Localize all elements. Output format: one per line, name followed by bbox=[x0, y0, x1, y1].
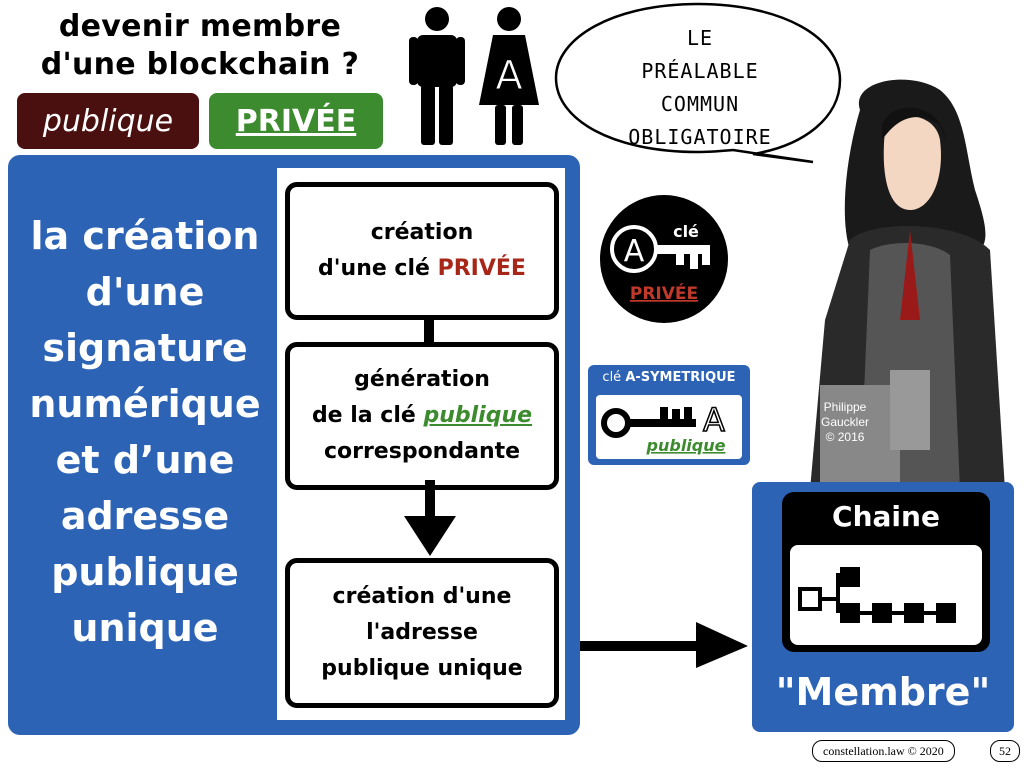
connector-line bbox=[424, 315, 434, 343]
left-line: unique bbox=[71, 606, 219, 650]
bubble-line: COMMUN bbox=[660, 92, 740, 116]
bubble-line: PRÉALABLE bbox=[641, 59, 759, 83]
left-line: publique bbox=[51, 550, 239, 594]
step2-text: de la clé bbox=[311, 403, 424, 428]
illustration-credit: Philippe Gauckler © 2016 bbox=[790, 400, 900, 445]
footer-text: constellation.law © 2020 bbox=[812, 740, 955, 762]
step1-highlight: PRIVÉE bbox=[437, 256, 526, 281]
step3-line1: création d'une bbox=[332, 584, 512, 609]
step-private-key-box: création d'une clé PRIVÉE bbox=[285, 182, 559, 320]
step1-line2: d'une clé PRIVÉE bbox=[318, 251, 526, 287]
step2-line2: de la clé publique bbox=[312, 398, 532, 434]
step2-highlight: publique bbox=[423, 403, 533, 428]
step2-line1: génération bbox=[354, 367, 490, 392]
asymmetric-key-label: clé A-SYMETRIQUE bbox=[588, 370, 750, 385]
private-pill: PRIVÉE bbox=[209, 93, 383, 149]
chain-title: Chaine bbox=[832, 500, 940, 533]
private-key-icon: A clé PRIVÉE bbox=[600, 195, 728, 323]
badge-sub: publique bbox=[646, 436, 726, 455]
step1-line1: création bbox=[370, 220, 474, 245]
step3-line3: publique unique bbox=[321, 656, 523, 681]
title-line-1: devenir membre bbox=[58, 9, 342, 44]
left-line: adresse bbox=[60, 494, 230, 538]
bubble-line: LE bbox=[686, 26, 714, 50]
left-line: signature bbox=[42, 326, 248, 370]
key-private-label: PRIVÉE bbox=[630, 282, 698, 304]
badge-label: A-SYMETRIQUE bbox=[625, 370, 736, 385]
slide-title: devenir membre d'une blockchain ? bbox=[10, 8, 390, 84]
credit-line: Philippe bbox=[823, 400, 867, 414]
left-line: et d’une bbox=[55, 438, 235, 482]
page-number: 52 bbox=[990, 740, 1020, 762]
title-line-2: d'une blockchain ? bbox=[40, 47, 360, 82]
key-letter: A bbox=[624, 234, 645, 269]
chain-icon bbox=[798, 567, 956, 623]
step1-text: d'une clé bbox=[318, 256, 438, 281]
badge-prefix: clé bbox=[602, 370, 626, 385]
public-key-icon: A publique bbox=[601, 400, 726, 455]
step3-line2: l'adresse bbox=[366, 620, 478, 645]
svg-text:A: A bbox=[495, 53, 523, 99]
public-pill: publique bbox=[17, 93, 199, 149]
badge-letter: A bbox=[703, 401, 725, 439]
left-line: numérique bbox=[29, 382, 261, 426]
bubble-text: LE PRÉALABLE COMMUN OBLIGATOIRE bbox=[600, 22, 800, 154]
arrow-right-icon bbox=[580, 622, 748, 668]
arrow-down-icon bbox=[404, 480, 456, 556]
step2-line3: correspondante bbox=[323, 439, 521, 464]
step-public-key-box: génération de la clé publique correspond… bbox=[285, 342, 559, 490]
woman-illustration bbox=[810, 79, 1005, 490]
credit-line: Gauckler bbox=[820, 415, 870, 429]
speech-bubble bbox=[554, 2, 842, 164]
credit-line: © 2016 bbox=[825, 430, 865, 444]
people-icon: A bbox=[409, 7, 539, 145]
left-panel-text: la création d'une signature numérique et… bbox=[10, 208, 280, 656]
bubble-line: OBLIGATOIRE bbox=[628, 125, 772, 149]
step-address-box: création d'une l'adresse publique unique bbox=[285, 558, 559, 708]
left-line: d'une bbox=[85, 270, 205, 314]
key-cle-label: clé bbox=[673, 222, 699, 241]
left-line: la création bbox=[30, 214, 260, 258]
member-label: "Membre" bbox=[775, 670, 991, 714]
